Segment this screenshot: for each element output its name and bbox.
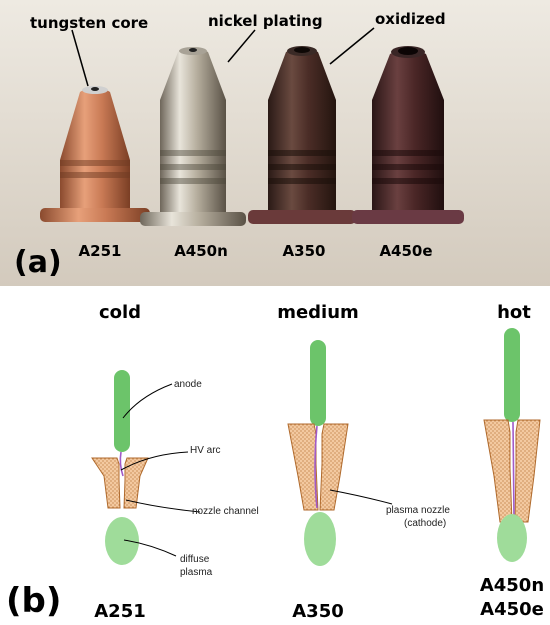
- nozzle-left-hot: [483, 419, 513, 523]
- annotation-diffuse: diffuse: [180, 554, 210, 565]
- header-hot: hot: [497, 302, 531, 323]
- bottom-label-a450n: A450n: [480, 575, 544, 596]
- hot-assembly: [483, 328, 541, 562]
- nozzle-left-cold: [91, 457, 121, 509]
- annotation-anode: anode: [174, 379, 202, 390]
- nozzle-a350: [248, 46, 356, 224]
- annotation-plasma-nozzle: plasma nozzle: [386, 505, 450, 516]
- nozzle-right-hot: [514, 419, 541, 523]
- annotation-nozzle-channel: nozzle channel: [192, 506, 259, 517]
- nozzle-a450n: [140, 47, 246, 226]
- header-medium: medium: [277, 302, 359, 323]
- plasma-cold: [105, 517, 139, 565]
- panel-b-label: (b): [6, 581, 61, 621]
- panel-a-label: (a): [14, 245, 62, 280]
- callout-line-oxidized: [329, 27, 375, 65]
- nozzle-name-a450e: A450e: [379, 242, 432, 260]
- nozzle-name-a450n: A450n: [174, 242, 228, 260]
- annotation-plasma: plasma: [180, 567, 213, 578]
- nozzle-right-medium: [319, 423, 349, 511]
- nozzle-photo: tungsten core nickel plating oxidized A2…: [0, 0, 550, 286]
- nozzle-a251: [40, 86, 150, 222]
- nozzle-a450e: [352, 46, 464, 224]
- callout-nickel-plating: nickel plating: [208, 12, 323, 30]
- medium-assembly: plasma nozzle (cathode): [287, 340, 450, 566]
- hv-arc-cold: [119, 451, 124, 477]
- callout-line-tungsten: [71, 29, 89, 87]
- callout-tungsten-core: tungsten core: [30, 14, 148, 32]
- nozzle-left-medium: [287, 423, 319, 511]
- nozzle-name-a350: A350: [283, 242, 326, 260]
- hv-arc-medium: [314, 425, 318, 509]
- annotation-hv-arc: HV arc: [190, 445, 221, 456]
- plasma-hot: [497, 514, 527, 562]
- panel-a-photo: tungsten core nickel plating oxidized A2…: [0, 0, 550, 286]
- cold-assembly: anode HV arc nozzle channel diffuse plas…: [91, 370, 259, 578]
- plasma-medium: [304, 512, 336, 566]
- nozzle-right-cold: [123, 457, 149, 509]
- bottom-label-a350: A350: [292, 601, 344, 622]
- anode-cold: [114, 370, 130, 452]
- nozzle-name-a251: A251: [79, 242, 122, 260]
- annotation-cathode: (cathode): [404, 518, 446, 529]
- callout-oxidized: oxidized: [375, 10, 446, 28]
- panel-b-schematic: cold medium hot anode HV arc nozzle chan…: [0, 286, 550, 625]
- anode-hot: [504, 328, 520, 422]
- schematic-diagram: cold medium hot anode HV arc nozzle chan…: [6, 302, 544, 622]
- bottom-label-a251: A251: [94, 601, 146, 622]
- callout-line-nickel: [227, 29, 256, 63]
- bottom-label-a450e: A450e: [480, 599, 544, 620]
- anode-medium: [310, 340, 326, 426]
- header-cold: cold: [99, 302, 141, 323]
